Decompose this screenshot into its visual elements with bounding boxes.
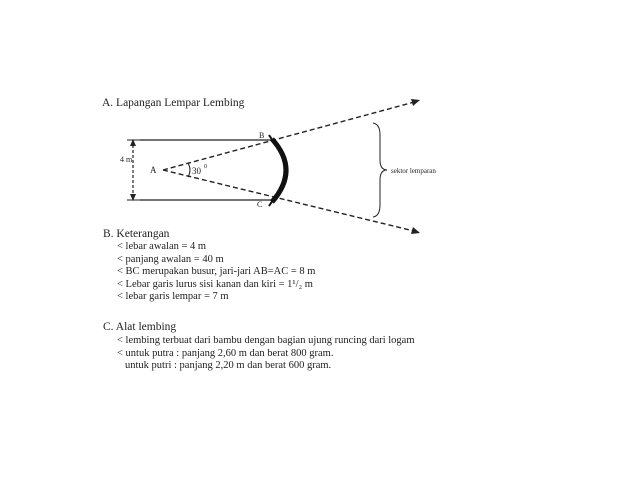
list-item: < untuk putra : panjang 2,60 m dan berat… xyxy=(117,347,334,359)
lower-arrowhead xyxy=(411,227,420,234)
list-item: < lebar awalan = 4 m xyxy=(117,241,207,252)
width-label: 4 m xyxy=(120,155,133,164)
sector-upper-line xyxy=(162,100,419,171)
section-b-title: B. Keterangan xyxy=(103,228,170,240)
keterangan-list: < lebar awalan = 4 m < panjang awalan = … xyxy=(117,241,315,304)
sector-brace xyxy=(372,122,388,218)
point-a-label: A xyxy=(150,165,157,175)
angle-arc xyxy=(187,162,191,178)
angle-degree-label: 0 xyxy=(204,164,207,170)
point-b-label: B xyxy=(259,131,264,140)
list-item: < Lebar garis lurus sisi kanan dan kiri … xyxy=(117,278,313,290)
alat-lembing-list: < lembing terbuat dari bambu dengan bagi… xyxy=(117,335,415,373)
list-item: < lembing terbuat dari bambu dengan bagi… xyxy=(117,335,415,346)
point-c-label: C xyxy=(257,200,262,209)
sector-label: sektor lemparan xyxy=(391,167,436,175)
list-item: < BC merupakan busur, jari-jari AB=AC = … xyxy=(117,266,316,278)
section-a-title: A. Lapangan Lempar Lembing xyxy=(102,97,245,109)
width-dimension xyxy=(127,139,140,201)
list-item: untuk putri : panjang 2,20 m dan berat 6… xyxy=(125,360,332,372)
angle-label: 30 xyxy=(192,166,202,176)
upper-arrowhead xyxy=(411,99,420,106)
sector-lower-line xyxy=(162,169,419,233)
list-item: < lebar garis lempar = 7 m xyxy=(117,291,229,303)
throwing-arc xyxy=(270,137,289,204)
section-c-title: C. Alat lembing xyxy=(103,321,177,333)
list-item: < panjang awalan = 40 m xyxy=(117,253,224,265)
